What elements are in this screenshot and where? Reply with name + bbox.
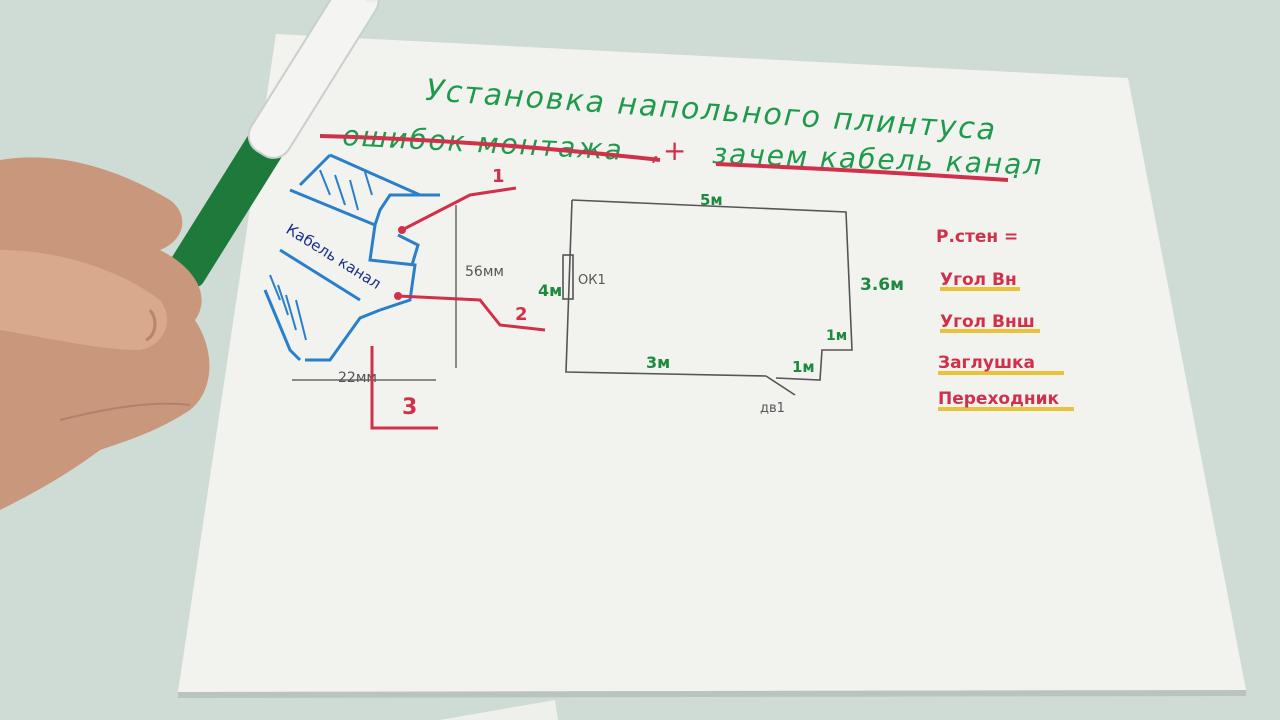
callout-1: 1 — [492, 166, 505, 187]
height-label: 56мм — [465, 264, 504, 280]
legend-item-4: Переходник — [938, 389, 1059, 409]
marker-cap — [247, 0, 380, 159]
baseboard-sketch — [263, 153, 440, 362]
paper-sheet — [178, 34, 1246, 692]
width-label: 22мм — [338, 370, 377, 386]
room-plan-outline — [562, 199, 853, 396]
legend-item-3: Заглушка — [938, 353, 1035, 373]
legend-list: Угол Вн Угол Внш Заглушка Переходник — [938, 270, 1074, 411]
hand-holding-marker — [0, 0, 383, 511]
underline-2 — [715, 162, 1009, 182]
callout-lines — [370, 186, 546, 430]
callout-3: 3 — [402, 395, 417, 420]
title-line-2-plus: ,+ — [652, 134, 688, 167]
legend-heading: Р.стен = — [936, 227, 1018, 247]
paper-corner-bottom — [440, 700, 558, 720]
bottom-length-label: 3м — [646, 353, 670, 372]
underline-1 — [319, 134, 661, 162]
step-vertical-label: 1м — [826, 328, 847, 344]
callout-2: 2 — [515, 304, 528, 325]
thumb — [0, 250, 168, 350]
title-line-2-end: . — [1012, 152, 1023, 185]
marker-barrel — [167, 129, 285, 288]
door-label: дв1 — [760, 401, 785, 416]
legend-item-2: Угол Внш — [940, 312, 1035, 332]
callout-dot-2 — [394, 292, 402, 300]
paper-shadow — [178, 690, 1246, 698]
top-length-label: 5м — [700, 191, 723, 209]
hatching — [269, 169, 373, 341]
legend-item-1: Угол Вн — [940, 270, 1017, 290]
left-length-label: 4м — [538, 281, 562, 300]
callout-dot-1 — [398, 226, 406, 234]
right-length-label: 3.6м — [860, 275, 904, 295]
window-label: ОК1 — [578, 273, 606, 288]
step-horizontal-label: 1м — [792, 358, 815, 376]
